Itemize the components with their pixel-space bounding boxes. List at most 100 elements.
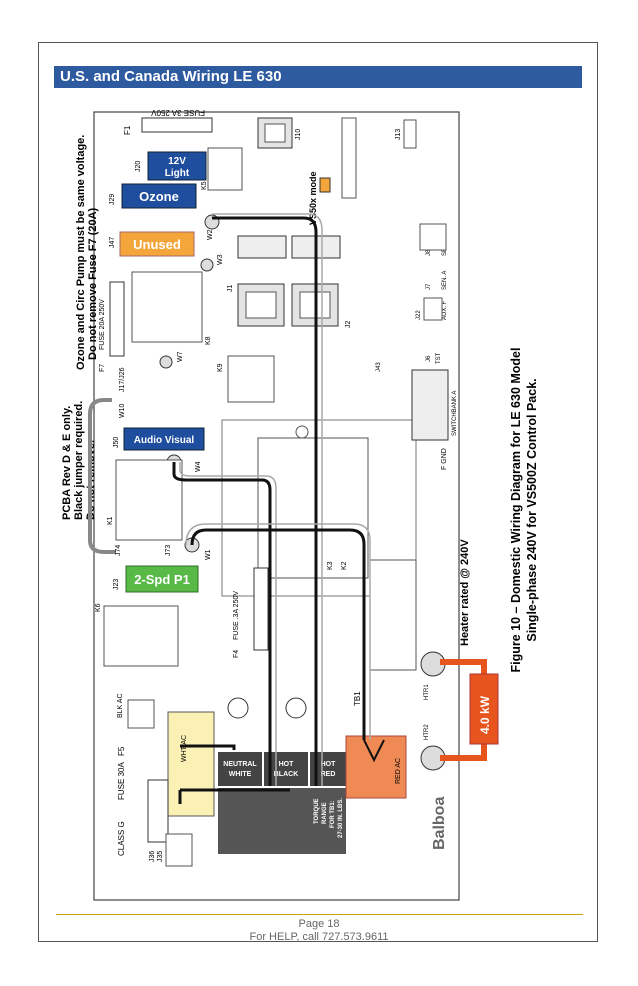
- label-k9: K9: [217, 363, 224, 372]
- label-blk-ac: BLK AC: [117, 693, 124, 718]
- wire-w4-outline: [179, 462, 277, 786]
- label-fgnd: F GND: [441, 448, 448, 470]
- jack-j10: [257, 117, 293, 149]
- tb1-red-1: HOT: [321, 761, 337, 768]
- relay-block-center: [257, 437, 369, 579]
- label-j1: J1: [227, 285, 234, 293]
- relay-k1: [115, 459, 183, 541]
- label-j13: J13: [395, 129, 402, 140]
- label-j7: J7: [426, 283, 432, 290]
- connector-aux: [423, 297, 443, 321]
- torque-3: FOR TB1:: [330, 800, 336, 828]
- header-strip: [341, 117, 357, 199]
- tb1-base: [218, 788, 346, 854]
- label-tst: TST: [436, 352, 442, 364]
- label-k5: K5: [201, 181, 208, 190]
- wire-w2-to-tb1: [212, 216, 318, 786]
- unused-box: [119, 231, 195, 257]
- page-frame: [38, 42, 598, 942]
- section-header: U.S. and Canada Wiring LE 630: [54, 66, 582, 88]
- label-j36: J36: [149, 851, 156, 862]
- label-switchbank: SWITCHBANK A: [452, 391, 458, 436]
- label-j10: J10: [295, 129, 302, 140]
- note-pcba-2: Black jumper required.: [73, 401, 85, 520]
- fuse-f5: [147, 779, 169, 843]
- terminal-blk-ac: [127, 699, 155, 729]
- footer-rule: [56, 914, 583, 915]
- wire-w2-to-tb1-outline: [212, 213, 323, 786]
- terminal-j35: [165, 833, 193, 867]
- label-j22: J22: [416, 310, 422, 320]
- torque-1: TORQUE: [314, 798, 320, 824]
- ozone-box: [121, 183, 197, 209]
- label-f7: F7: [99, 364, 106, 372]
- torque-4: 27-30 IN. LBS.: [338, 798, 344, 838]
- label-w4: W4: [195, 461, 202, 472]
- wire-w1-loop: [190, 528, 366, 740]
- label-htr2: HTR2: [424, 724, 430, 740]
- label-fuse_3a: FUSE .3A 250V: [233, 591, 240, 640]
- relay-k5: [207, 147, 243, 191]
- label-j17: J17/J26: [119, 367, 126, 392]
- wire-wht-to-tb1: [180, 744, 236, 750]
- label-class-g: CLASS G: [117, 821, 126, 856]
- audio-visual-box: [123, 427, 205, 451]
- relay-block-lower: [369, 559, 417, 671]
- label-j74: J74: [115, 545, 122, 556]
- jumper-w10-j74: [88, 398, 116, 554]
- caption-line-2: Single-phase 240V for VS500Z Control Pac…: [525, 378, 539, 642]
- label-k3: K3: [327, 561, 334, 570]
- tb1-white-1: NEUTRAL: [223, 761, 257, 768]
- label-j29: J29: [109, 194, 116, 205]
- label-j43: J43: [376, 362, 382, 372]
- figure-caption: Figure 10 – Domestic Wiring Diagram for …: [508, 320, 540, 700]
- light-label-2: Light: [165, 168, 190, 179]
- light-label-1: 12V: [168, 156, 186, 167]
- header-j13: [403, 119, 417, 149]
- label-w2: W2: [207, 229, 214, 240]
- relay-k6: [103, 605, 179, 667]
- heater-kw-label: 4.0 kW: [478, 695, 492, 734]
- fuse-f7: [109, 281, 125, 357]
- tb1-black-2: BLACK: [274, 771, 299, 778]
- label-htr1: HTR1: [424, 684, 430, 700]
- pump-box: [125, 565, 199, 593]
- label-fuse30a: FUSE 30A: [117, 762, 126, 800]
- ozone-label: Ozone: [139, 189, 179, 204]
- light-box: [147, 151, 207, 181]
- label-wht-ac: WHT AC: [181, 735, 188, 762]
- tb1-black-1: HOT: [279, 761, 295, 768]
- fuse-f4: [253, 567, 269, 651]
- audio-visual-label: Audio Visual: [134, 435, 195, 446]
- label-j35: J35: [157, 851, 164, 862]
- label-f1: F1: [123, 125, 132, 135]
- label-k8: K8: [205, 336, 212, 345]
- vs50x-jumper: [319, 177, 331, 193]
- wire-red-loop: [363, 739, 385, 763]
- torque-2: RANGE: [322, 802, 328, 824]
- heater-note: Heater rated @ 240V: [459, 539, 471, 646]
- label-tb1: TB1: [353, 691, 362, 706]
- label-w10: W10: [119, 404, 126, 419]
- label-w3: W3: [217, 254, 224, 265]
- label-k2: K2: [341, 561, 348, 570]
- terminal-w3: [200, 258, 214, 272]
- connector-sen: [419, 223, 447, 251]
- wire-w4-to-tb1: [172, 462, 272, 786]
- relay-k8: [131, 271, 203, 343]
- connector-j1a: [237, 235, 287, 259]
- tb1-white-2: WHITE: [229, 771, 252, 778]
- label-fuse20a: FUSE 20A 250V: [99, 299, 106, 350]
- caption-line-1: Figure 10 – Domestic Wiring Diagram for …: [509, 347, 523, 673]
- brand-logo: Balboa: [431, 797, 448, 850]
- label-j2: J2: [345, 321, 352, 329]
- label-j50: J50: [113, 437, 120, 448]
- pump-label: 2-Spd P1: [134, 572, 190, 587]
- note-fuse-f7: Do not remove Fuse F7 (20A): [87, 207, 99, 360]
- screw-2: [285, 697, 307, 719]
- unused-label: Unused: [133, 237, 181, 252]
- tb1-white: [218, 752, 262, 786]
- help-line: For HELP, call 727.573.9611: [249, 931, 389, 943]
- note-pcba-1: PCBA Rev D & E only.: [61, 406, 73, 520]
